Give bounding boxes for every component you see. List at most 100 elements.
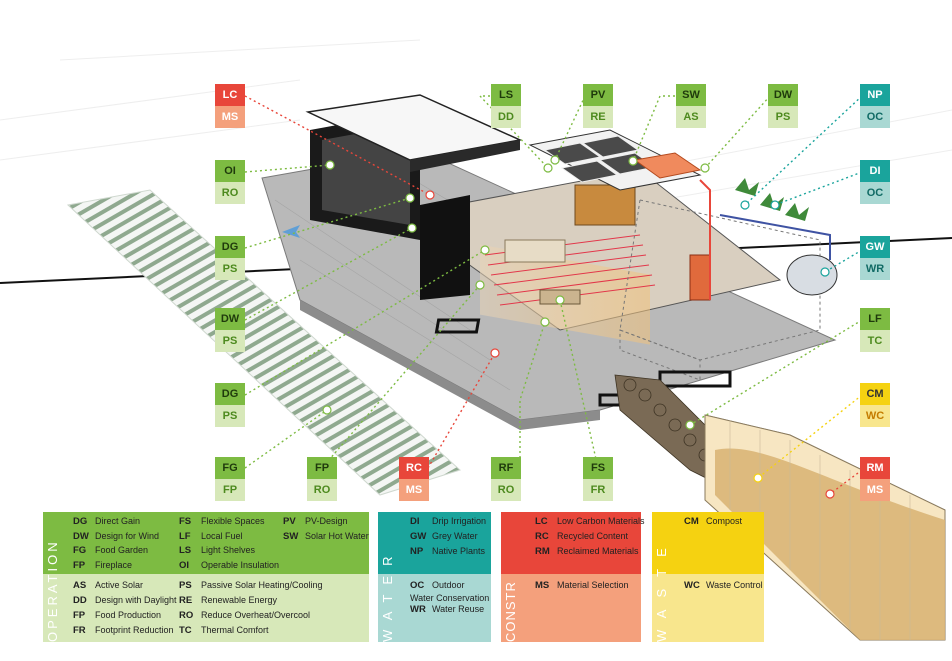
legend-code: WR <box>410 604 426 615</box>
fireplace-wall <box>420 195 470 300</box>
legend-code: LC <box>535 516 548 527</box>
tag-code: DI <box>860 160 890 182</box>
legend-code: RC <box>535 531 549 542</box>
tag-code: CM <box>860 383 890 405</box>
background-lines <box>0 39 952 201</box>
legend-label: Drip Irrigation <box>432 516 487 526</box>
tag-reduction-code: PS <box>768 106 798 128</box>
legend-label: Flexible Spaces <box>201 516 265 526</box>
tag-reduction-code: OC <box>860 182 890 204</box>
tag-code: LC <box>215 84 245 106</box>
compost-fill <box>715 448 945 640</box>
planters <box>434 318 732 407</box>
tag-code: SW <box>676 84 706 106</box>
waste-reduction-bg <box>652 574 764 642</box>
legend-label: Design with Daylight <box>95 595 177 605</box>
legend-code: FS <box>179 516 192 527</box>
rear-yard <box>619 199 821 381</box>
construction-reduction-bg <box>501 574 641 642</box>
legend-code: OI <box>179 559 190 571</box>
tag-reduction-code: DD <box>491 106 521 128</box>
legend-code: LF <box>179 530 191 542</box>
tag-code: LS <box>491 84 521 106</box>
greywater-pipe <box>719 214 831 260</box>
legend-label: Active Solar <box>95 580 144 590</box>
legend-code: DD <box>73 595 87 606</box>
tag-code: GW <box>860 236 890 258</box>
legend-code: CM <box>684 516 699 527</box>
water-specific-bg <box>378 512 491 574</box>
ground-deck-edge <box>300 300 600 430</box>
tag-reduction-code: WR <box>860 258 890 280</box>
legend-label: Operable Insulation <box>201 559 280 570</box>
tag-code: OI <box>215 160 245 182</box>
tag-reduction-code: MS <box>860 479 890 501</box>
leader-dg-1 <box>244 197 411 249</box>
legend-label: Thermal Comfort <box>201 625 269 635</box>
leader-gw <box>824 249 863 273</box>
legend-label: Renewable Energy <box>201 595 278 605</box>
tag-reduction-code: RE <box>583 106 613 128</box>
legend-label: Low Carbon Materials <box>557 516 645 526</box>
legend-code: MS <box>535 580 550 591</box>
legend-label: Light Shelves <box>201 545 256 555</box>
leader-dw-1 <box>244 227 413 321</box>
leader-di <box>774 171 863 206</box>
tag-reduction-code: TC <box>860 330 890 352</box>
tag-code: NP <box>860 84 890 106</box>
leader-fp <box>321 284 481 469</box>
legend-label: Fireplace <box>95 559 133 570</box>
tag-reduction-code: OC <box>860 106 890 128</box>
water-reduction-bg <box>378 574 491 642</box>
legend-label: Food Garden <box>95 545 149 555</box>
tag-reduction-code: MS <box>215 106 245 128</box>
water-tank <box>689 254 711 301</box>
legend-code: RE <box>179 595 193 606</box>
crop-field <box>66 189 461 496</box>
tag-code: FS <box>583 457 613 479</box>
legend-code: NP <box>410 546 424 557</box>
tag-reduction-code: RO <box>491 479 521 501</box>
legend-code: GW <box>410 531 427 542</box>
legend-label: Food Production <box>95 610 162 620</box>
legend-label: Local Fuel <box>201 530 243 541</box>
legend-label: Outdoor Water Conservation <box>410 580 490 603</box>
leader-oi <box>244 164 331 173</box>
legend-code: RM <box>535 546 550 557</box>
leader-lines <box>244 95 863 495</box>
legend-code: DG <box>73 516 88 527</box>
leader-dg-2 <box>244 249 486 396</box>
legend-label: Recycled Content <box>557 531 629 541</box>
kitchen-cabinets <box>574 184 636 226</box>
construction-specific-bg <box>501 512 641 574</box>
legend-code: SW <box>283 530 299 542</box>
water-title: WATER <box>380 546 395 643</box>
legend-item-dd: DD Design with Daylight <box>73 594 177 607</box>
